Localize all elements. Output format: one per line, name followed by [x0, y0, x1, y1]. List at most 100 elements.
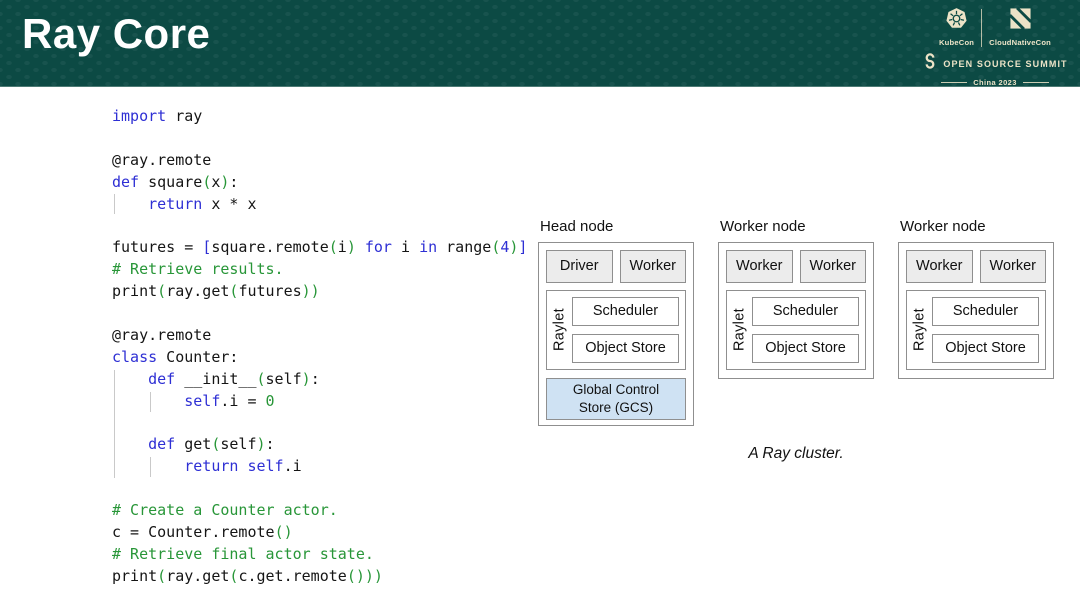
- code-token: ray: [166, 107, 202, 125]
- conference-badges: KubeCon CloudNativeCon: [920, 7, 1070, 87]
- component-box: Object Store: [572, 334, 679, 363]
- code-token: ray.get: [166, 282, 229, 300]
- code-token: futures: [238, 282, 301, 300]
- code-token: self: [184, 392, 220, 410]
- gcs-box: Global Control Store (GCS): [546, 378, 686, 420]
- code-token: (: [157, 567, 166, 585]
- code-token: :: [311, 370, 320, 388]
- process-box: Worker: [726, 250, 793, 283]
- code-token: get: [175, 435, 211, 453]
- raylet-components: SchedulerObject Store: [572, 291, 685, 369]
- code-token: square.remote: [211, 238, 328, 256]
- code-token: ())): [347, 567, 383, 585]
- badge-divider: [981, 9, 982, 47]
- code-token: @ray.remote: [112, 326, 211, 344]
- code-line: return self.i: [112, 456, 527, 478]
- code-token: def: [148, 435, 175, 453]
- cloudnativecon-square-icon: [1009, 7, 1032, 35]
- code-token: (: [257, 370, 266, 388]
- edition-row: China 2023: [941, 78, 1049, 87]
- process-box: Worker: [906, 250, 973, 283]
- raylet-components: SchedulerObject Store: [932, 291, 1045, 369]
- indent-guide: [150, 392, 151, 412]
- code-token: Counter:: [157, 348, 238, 366]
- code-token: [112, 435, 148, 453]
- node-label: Worker node: [900, 218, 1054, 235]
- code-token: range: [437, 238, 491, 256]
- node-box: WorkerWorkerRayletSchedulerObject Store: [898, 242, 1054, 379]
- code-token: print: [112, 282, 157, 300]
- code-token: c.get.remote: [238, 567, 346, 585]
- code-token: @ray.remote: [112, 151, 211, 169]
- code-token: return: [148, 195, 202, 213]
- code-token: # Retrieve final actor state.: [112, 545, 374, 563]
- code-line: def square(x):: [112, 172, 527, 194]
- raylet-components: SchedulerObject Store: [752, 291, 865, 369]
- code-token: for: [365, 238, 392, 256]
- code-line: import ray: [112, 106, 527, 128]
- code-token: def: [112, 173, 139, 191]
- code-token: .i: [284, 457, 302, 475]
- code-token: # Retrieve results.: [112, 260, 284, 278]
- code-line: [112, 412, 527, 434]
- code-token: 0: [266, 392, 275, 410]
- node-label: Head node: [540, 218, 694, 235]
- raylet-label: Raylet: [907, 291, 932, 369]
- code-token: (: [329, 238, 338, 256]
- component-box: Scheduler: [572, 297, 679, 326]
- code-line: @ray.remote: [112, 150, 527, 172]
- code-token: [112, 392, 184, 410]
- cluster-diagram: Head nodeDriverWorkerRayletSchedulerObje…: [538, 212, 1058, 474]
- code-line: # Create a Counter actor.: [112, 500, 527, 522]
- indent-guide: [114, 194, 115, 214]
- code-line: return x * x: [112, 194, 527, 216]
- code-token: self: [247, 457, 283, 475]
- summit-label: OPEN SOURCE SUMMIT: [943, 59, 1067, 69]
- code-token: )): [302, 282, 320, 300]
- code-token: self: [266, 370, 302, 388]
- code-line: futures = [square.remote(i) for i in ran…: [112, 237, 527, 259]
- component-box: Object Store: [932, 334, 1039, 363]
- node-label: Worker node: [720, 218, 874, 235]
- kubecon-label: KubeCon: [939, 38, 974, 47]
- code-token: print: [112, 567, 157, 585]
- cluster-node: Worker nodeWorkerWorkerRayletSchedulerOb…: [718, 212, 874, 379]
- code-token: (): [275, 523, 293, 541]
- process-box: Worker: [800, 250, 867, 283]
- code-token: ): [347, 238, 356, 256]
- code-token: :: [229, 173, 238, 191]
- code-line: # Retrieve final actor state.: [112, 544, 527, 566]
- process-row: WorkerWorker: [906, 250, 1046, 283]
- cloudnativecon-badge: CloudNativeCon: [989, 7, 1051, 47]
- cluster-node: Worker nodeWorkerWorkerRayletSchedulerOb…: [898, 212, 1054, 379]
- code-token: [112, 457, 184, 475]
- code-token: ray.get: [166, 567, 229, 585]
- node-box: WorkerWorkerRayletSchedulerObject Store: [718, 242, 874, 379]
- raylet-label: Raylet: [547, 291, 572, 369]
- process-row: DriverWorker: [546, 250, 686, 283]
- component-box: Object Store: [752, 334, 859, 363]
- code-line: print(ray.get(futures)): [112, 281, 527, 303]
- code-token: .i =: [220, 392, 265, 410]
- process-row: WorkerWorker: [726, 250, 866, 283]
- code-token: :: [266, 435, 275, 453]
- code-token: # Create a Counter actor.: [112, 501, 338, 519]
- badge-row-logos: KubeCon CloudNativeCon: [939, 7, 1051, 47]
- code-token: [112, 370, 148, 388]
- code-line: c = Counter.remote(): [112, 522, 527, 544]
- code-token: (: [202, 173, 211, 191]
- raylet-box: RayletSchedulerObject Store: [726, 290, 866, 370]
- code-token: c = Counter.remote: [112, 523, 275, 541]
- raylet-label: Raylet: [727, 291, 752, 369]
- kubecon-badge: KubeCon: [939, 7, 974, 47]
- code-token: futures =: [112, 238, 202, 256]
- code-line: def get(self):: [112, 434, 527, 456]
- code-line: [112, 215, 527, 237]
- code-token: i: [392, 238, 419, 256]
- code-token: [356, 238, 365, 256]
- component-box: Scheduler: [932, 297, 1039, 326]
- code-line: [112, 478, 527, 500]
- edition-dash-right: [1023, 82, 1049, 83]
- code-token: (: [157, 282, 166, 300]
- code-token: square: [139, 173, 202, 191]
